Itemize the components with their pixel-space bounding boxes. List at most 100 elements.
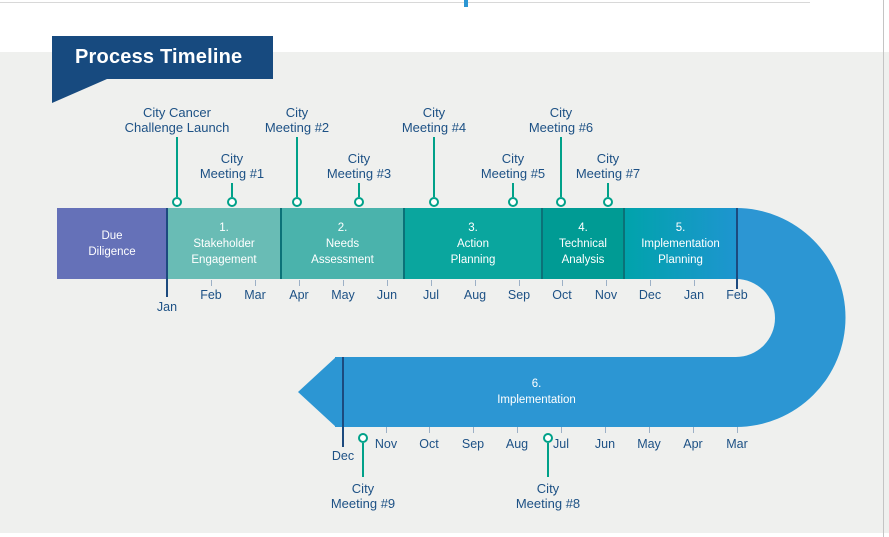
title-banner: Process Timeline	[52, 36, 273, 79]
marker-stem	[362, 443, 364, 477]
marker-circle-icon	[354, 197, 364, 207]
month-tick	[517, 427, 518, 433]
month-label-bottom: Sep	[461, 437, 485, 451]
month-label-top: Nov	[594, 288, 618, 302]
top-hairline	[0, 2, 810, 3]
marker-label-city-cancer-challenge-launch: City Cancer Challenge Launch	[124, 105, 230, 135]
month-tick	[475, 280, 476, 286]
month-tick	[255, 280, 256, 286]
marker-stem	[560, 137, 562, 197]
phase-label: Diligence	[88, 245, 136, 258]
segment-divider	[403, 208, 405, 279]
marker-circle-icon	[429, 197, 439, 207]
feb-year-line	[736, 208, 738, 289]
phase-label: Implementation	[497, 394, 576, 406]
segment-divider	[541, 208, 543, 279]
phase-label: Due	[101, 229, 123, 242]
month-tick	[343, 280, 344, 286]
phase-label: Stakeholder	[193, 237, 255, 250]
phase-label: Planning	[450, 253, 496, 266]
month-label-bottom: Mar	[726, 437, 748, 451]
month-tick	[693, 427, 694, 433]
month-label-top: Mar	[244, 288, 266, 302]
month-label-top: Jun	[376, 288, 398, 302]
phase-number: 4.	[578, 221, 588, 234]
phase-number: 5.	[675, 221, 686, 234]
month-label-top: Feb	[200, 288, 222, 302]
marker-label-city-meeting-5: City Meeting #5	[480, 151, 546, 181]
month-label-top: Dec	[638, 288, 662, 302]
marker-label-city-meeting-2: City Meeting #2	[264, 105, 330, 135]
month-label-top: Jan	[156, 300, 178, 314]
month-label-top: Jul	[423, 288, 439, 302]
month-tick	[605, 427, 606, 433]
month-tick	[737, 427, 738, 433]
month-label-bottom: Apr	[683, 437, 703, 451]
phase-label: Technical	[559, 237, 607, 250]
marker-circle-icon	[227, 197, 237, 207]
month-tick	[562, 280, 563, 286]
marker-label-city-meeting-4: City Meeting #4	[401, 105, 467, 135]
marker-label-city-meeting-6: City Meeting #6	[528, 105, 594, 135]
month-label-top: Oct	[552, 288, 572, 302]
month-label-top: Aug	[463, 288, 487, 302]
marker-stem	[547, 443, 549, 477]
phase-1-stakeholder-engagement: 1. Stakeholder Engagement	[167, 208, 281, 279]
month-label-top: Apr	[289, 288, 309, 302]
phase-label: Implementation	[641, 237, 720, 250]
month-tick	[386, 427, 387, 433]
marker-stem	[176, 137, 178, 197]
jan-year-line	[166, 208, 168, 297]
month-label-bottom: May	[637, 437, 661, 451]
marker-label-city-meeting-9: City Meeting #9	[330, 481, 396, 511]
marker-stem	[607, 183, 609, 197]
segment-divider	[623, 208, 625, 279]
marker-circle-icon	[603, 197, 613, 207]
month-label-bottom: Oct	[419, 437, 439, 451]
month-tick	[561, 427, 562, 433]
right-border-line	[883, 0, 884, 537]
month-tick	[429, 427, 430, 433]
phase-label: Needs	[325, 237, 360, 250]
phase-number: 3.	[468, 221, 478, 234]
phase-number: 6.	[531, 378, 542, 390]
phase-3-action-planning: 3. Action Planning	[404, 208, 542, 279]
month-tick	[211, 280, 212, 286]
phase-2-needs-assessment: 2. Needs Assessment	[281, 208, 404, 279]
page-title: Process Timeline	[75, 46, 243, 68]
phase-number: 2.	[337, 221, 348, 234]
phase-label: Assessment	[311, 253, 374, 266]
month-label-bottom: Nov	[374, 437, 398, 451]
month-label-bottom: Aug	[505, 437, 529, 451]
month-tick	[387, 280, 388, 286]
marker-circle-icon	[556, 197, 566, 207]
marker-label-city-meeting-1: City Meeting #1	[199, 151, 265, 181]
month-tick	[650, 280, 651, 286]
marker-circle-icon	[292, 197, 302, 207]
month-tick	[694, 280, 695, 286]
marker-stem	[231, 183, 233, 197]
marker-label-city-meeting-3: City Meeting #3	[326, 151, 392, 181]
marker-stem	[358, 183, 360, 197]
marker-label-city-meeting-8: City Meeting #8	[515, 481, 581, 511]
dec-year-line	[342, 357, 344, 447]
month-label-top: May	[331, 288, 355, 302]
phase-label: Planning	[658, 253, 703, 266]
marker-circle-icon	[543, 433, 553, 443]
month-label-top: Feb	[726, 288, 748, 302]
segment-divider	[280, 208, 282, 279]
month-tick	[606, 280, 607, 286]
month-tick	[431, 280, 432, 286]
marker-circle-icon	[172, 197, 182, 207]
marker-label-city-meeting-7: City Meeting #7	[575, 151, 641, 181]
phase-label: Action	[457, 237, 489, 250]
phase-number: 1.	[219, 221, 229, 234]
month-label-bottom: Jun	[594, 437, 616, 451]
month-tick	[649, 427, 650, 433]
phase-6-implementation: 6. Implementation	[335, 357, 738, 427]
marker-stem	[512, 183, 514, 197]
phase-due-diligence: Due Diligence	[57, 208, 167, 279]
marker-stem	[433, 137, 435, 197]
month-tick	[473, 427, 474, 433]
